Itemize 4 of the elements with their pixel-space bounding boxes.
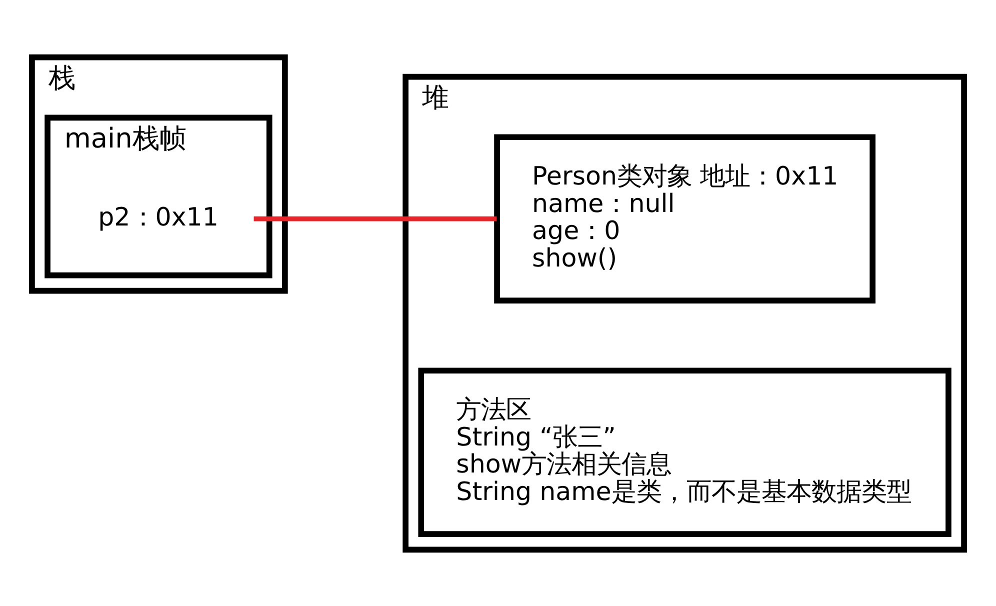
node-box: 方法区 String “张三” show方法相关信息 String name是类，而不是基本数据类型 xyxy=(418,367,952,536)
node-box: Person类对象 地址：0x11 name：null age：0 show() xyxy=(494,134,876,303)
node-text: p2：0x11 xyxy=(98,202,218,231)
connector xyxy=(254,216,497,221)
